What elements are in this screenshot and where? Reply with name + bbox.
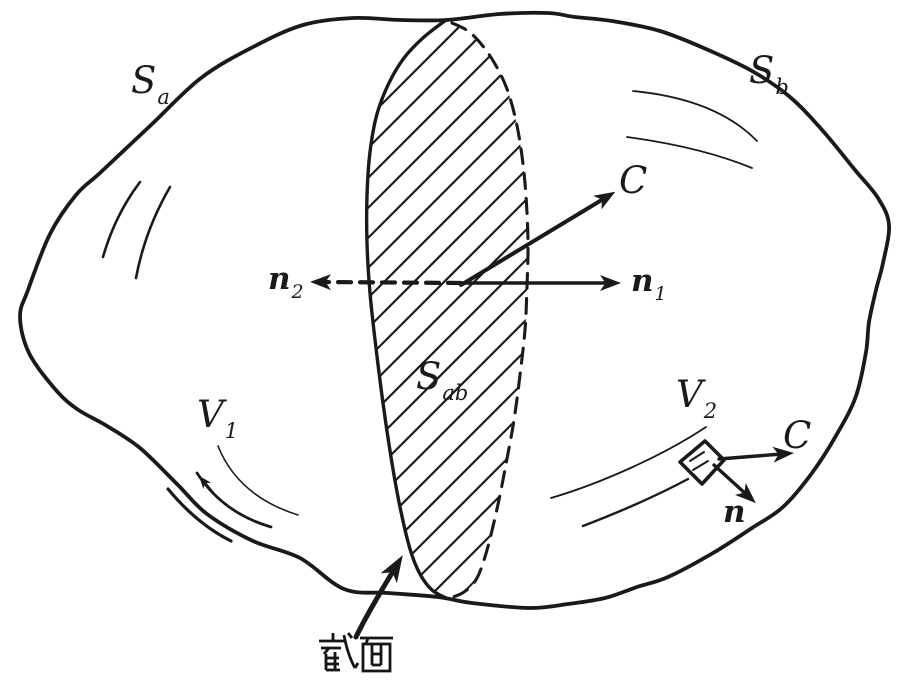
- section-callout-arrow: [353, 555, 403, 640]
- vector-c-element-arrow: [717, 446, 794, 463]
- surface-a-sketch-arcs: [101, 180, 172, 280]
- label-surface-a-sub: a: [157, 85, 170, 109]
- label-surface-b-main: S: [749, 49, 775, 92]
- label-volume-1-sub: 1: [224, 419, 239, 443]
- body-outline: [18, 10, 891, 610]
- hatch-line: [366, 444, 529, 599]
- label-volume-2-sub: 2: [703, 399, 718, 423]
- cross-section-hatching: [366, 19, 529, 599]
- label-normal-1-main: n: [631, 263, 654, 299]
- label-volume-1-main: V: [197, 393, 224, 436]
- vector-n2-dashed-arrow: [310, 274, 464, 291]
- hatch-line: [366, 54, 529, 308]
- hatch-line: [366, 294, 529, 548]
- label-surface-a: Sa: [131, 59, 170, 108]
- label-surface-a-main: S: [131, 59, 157, 102]
- label-normal-1: n1: [631, 263, 667, 304]
- label-section-callout: 截面: [318, 632, 396, 674]
- label-normal-1-sub: 1: [654, 283, 667, 305]
- label-section-surface: Sab: [416, 355, 468, 404]
- hatch-line: [366, 414, 529, 599]
- label-curve-c-center-main: C: [619, 159, 648, 202]
- label-normal-2-sub: 2: [291, 281, 304, 303]
- cross-section-hidden-edge: [448, 21, 530, 600]
- label-surface-b-sub: b: [775, 75, 789, 99]
- hatch-line: [366, 24, 529, 278]
- label-curve-c-center: C: [619, 162, 647, 199]
- label-volume-2-main: V: [676, 373, 703, 416]
- label-section-surface-sub: ab: [442, 381, 469, 405]
- surface-b-sketch-arcs: [626, 90, 758, 169]
- label-section-surface-main: S: [416, 355, 442, 398]
- surface-element-patch: [678, 439, 726, 486]
- volume-1-sketch-arcs: [166, 445, 299, 543]
- section-callout-glyph-art: [319, 632, 393, 673]
- label-surface-b: Sb: [749, 49, 789, 98]
- label-normal-2: n2: [268, 261, 304, 302]
- label-volume-2: V2: [676, 373, 717, 422]
- volume-1-arc-arrowhead: [198, 475, 215, 495]
- cross-section-front-edge: [364, 18, 448, 600]
- hatch-line: [366, 19, 529, 218]
- hatch-line: [366, 19, 529, 188]
- vector-c-center-arrow: [459, 191, 616, 287]
- label-curve-c-element-main: C: [783, 414, 812, 457]
- vector-n-element-arrow: [712, 463, 756, 504]
- hatch-line: [366, 19, 529, 248]
- label-element-normal: n: [723, 497, 746, 528]
- label-normal-2-main: n: [268, 261, 291, 297]
- volume-2-sketch-arcs: [550, 426, 707, 528]
- label-volume-1: V1: [197, 393, 238, 442]
- label-curve-c-element: C: [783, 417, 811, 454]
- label-element-normal-main: n: [723, 494, 746, 530]
